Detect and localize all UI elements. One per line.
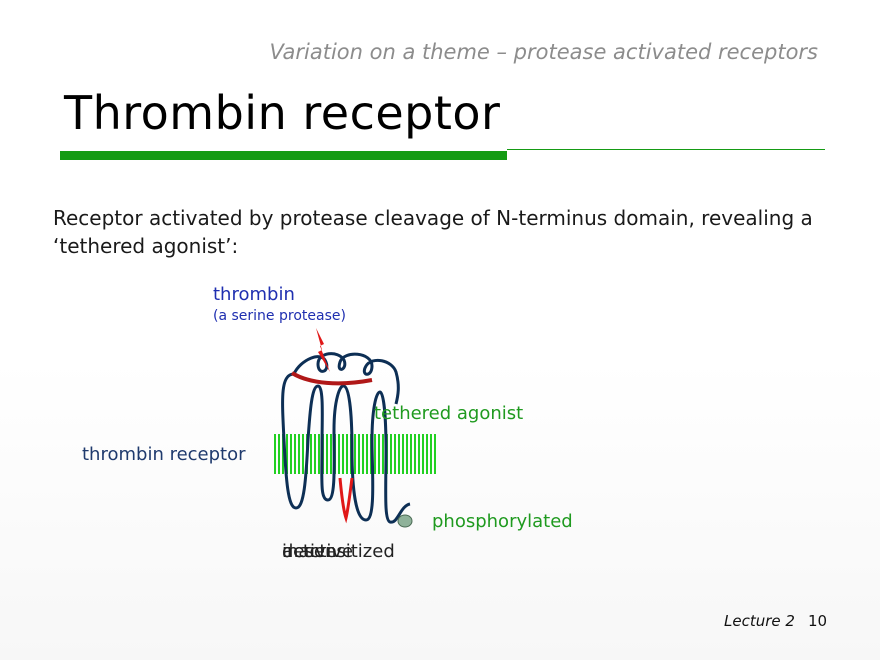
slide-subtitle: Variation on a theme – protease activate… bbox=[269, 40, 818, 64]
phosphate-icon bbox=[397, 514, 413, 528]
body-text: Receptor activated by protease cleavage … bbox=[53, 206, 813, 258]
protease-sublabel: (a serine protease) bbox=[213, 308, 346, 324]
title-rule-thick bbox=[60, 151, 507, 160]
phosphorylation-label: phosphorylated bbox=[432, 511, 573, 532]
receptor-label: thrombin receptor bbox=[82, 444, 246, 465]
protease-label: thrombin bbox=[213, 284, 295, 305]
agonist-label: tethered agonist bbox=[374, 403, 524, 424]
slide-title: Thrombin receptor bbox=[64, 86, 501, 140]
n-terminus-loops bbox=[292, 352, 400, 405]
background-gradient bbox=[0, 360, 880, 660]
tethered-agonist-segment bbox=[290, 371, 373, 386]
lecture-label: Lecture 2 bbox=[724, 612, 795, 630]
receptor-state-labels: inactive active desensitized bbox=[282, 541, 422, 565]
activated-loop-segment bbox=[338, 477, 354, 524]
cell-membrane bbox=[274, 434, 436, 474]
page-number: 10 bbox=[808, 612, 828, 630]
title-rule-thin bbox=[507, 149, 825, 150]
state-label-active: active bbox=[282, 541, 337, 562]
state-label-desensitized: desensitized bbox=[282, 541, 395, 562]
state-label-inactive: inactive bbox=[282, 541, 354, 562]
receptor-chain bbox=[281, 372, 411, 524]
cleavage-bolt-icon bbox=[316, 328, 330, 372]
